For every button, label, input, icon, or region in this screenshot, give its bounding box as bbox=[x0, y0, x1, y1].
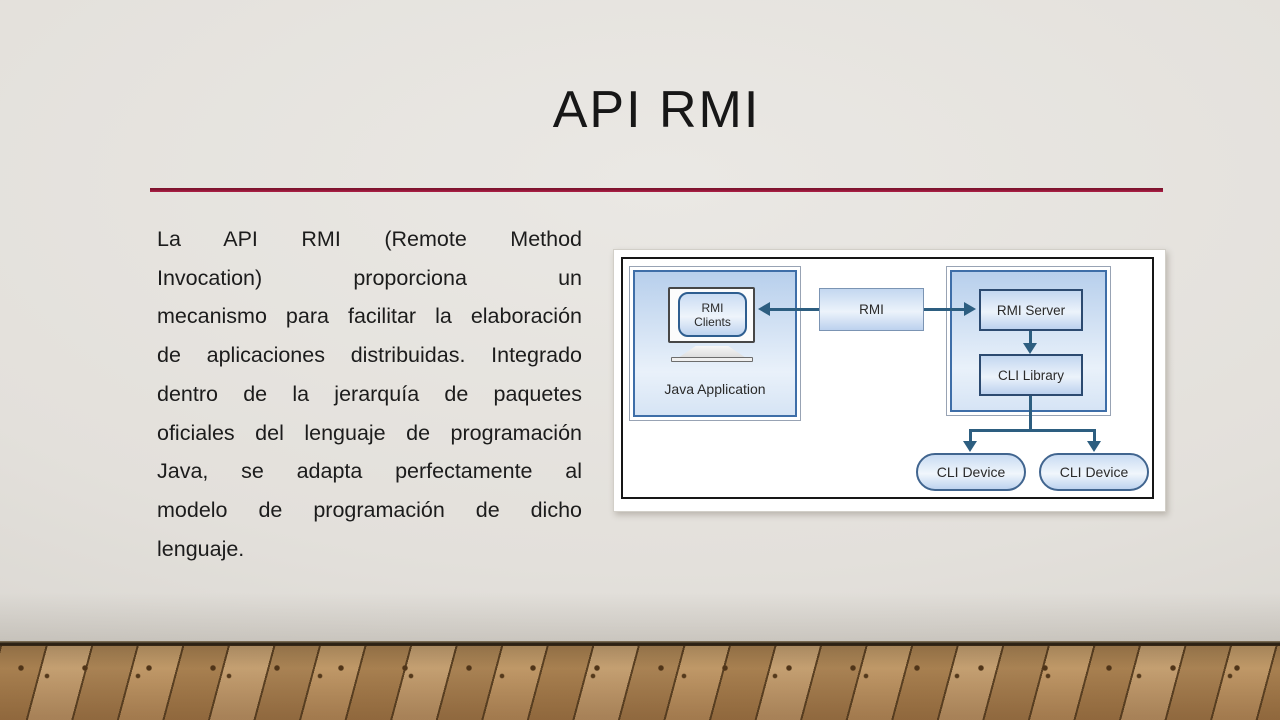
slide-title: API RMI bbox=[552, 81, 761, 139]
cli-library-node: CLI Library bbox=[979, 354, 1083, 396]
cli-device-node: CLI Device bbox=[916, 453, 1026, 491]
arrowhead-to-client-icon bbox=[758, 302, 770, 316]
body-text-line: Java, se adapta perfectamente al bbox=[157, 459, 582, 484]
wood-floor bbox=[0, 646, 1280, 720]
body-text-line: modelo de programación de dicho bbox=[157, 497, 582, 522]
rmi-clients-node: RMI Clients bbox=[678, 292, 747, 337]
arrowhead-to-server-icon bbox=[964, 302, 976, 316]
arrow-line-rmi-to-client bbox=[770, 308, 819, 311]
cli-device-node: CLI Device bbox=[1039, 453, 1149, 491]
line-branch-right bbox=[1093, 429, 1096, 443]
arrowhead-to-library-icon bbox=[1023, 343, 1037, 354]
java-application-label: Java Application bbox=[664, 381, 766, 397]
body-text-line: dentro de la jerarquía de paquetes bbox=[157, 381, 582, 406]
rmi-link-node: RMI bbox=[819, 288, 924, 331]
rmi-server-node: RMI Server bbox=[979, 289, 1083, 331]
body-text-line: de aplicaciones distribuidas. Integrado bbox=[157, 343, 582, 368]
title-divider-line bbox=[150, 188, 1163, 192]
monitor-stand-icon bbox=[678, 346, 746, 358]
line-library-drop bbox=[1029, 396, 1032, 432]
monitor-base-icon bbox=[671, 357, 753, 362]
body-text-line: lenguaje. bbox=[157, 536, 245, 561]
arrowhead-to-device-right-icon bbox=[1087, 441, 1101, 452]
body-text-line: La API RMI (Remote Method bbox=[157, 227, 582, 251]
rmi-architecture-diagram: RMI Clients Java Application RMI RMI Ser… bbox=[613, 249, 1166, 512]
body-text-line: mecanismo para facilitar la elaboración bbox=[157, 304, 582, 329]
body-text-line: Invocation) proporciona un bbox=[157, 265, 582, 290]
wall-floor-junction bbox=[0, 641, 1280, 646]
arrow-line-server-to-library bbox=[1029, 331, 1032, 345]
body-text-line: oficiales del lenguaje de programación bbox=[157, 420, 582, 445]
line-branch-horizontal bbox=[970, 429, 1096, 432]
body-paragraph: La API RMI (Remote Method Invocation) pr… bbox=[157, 220, 582, 568]
arrowhead-to-device-left-icon bbox=[963, 441, 977, 452]
line-branch-left bbox=[969, 429, 972, 443]
diagram-border-frame bbox=[621, 257, 1154, 499]
arrow-line-rmi-to-server bbox=[924, 308, 965, 311]
